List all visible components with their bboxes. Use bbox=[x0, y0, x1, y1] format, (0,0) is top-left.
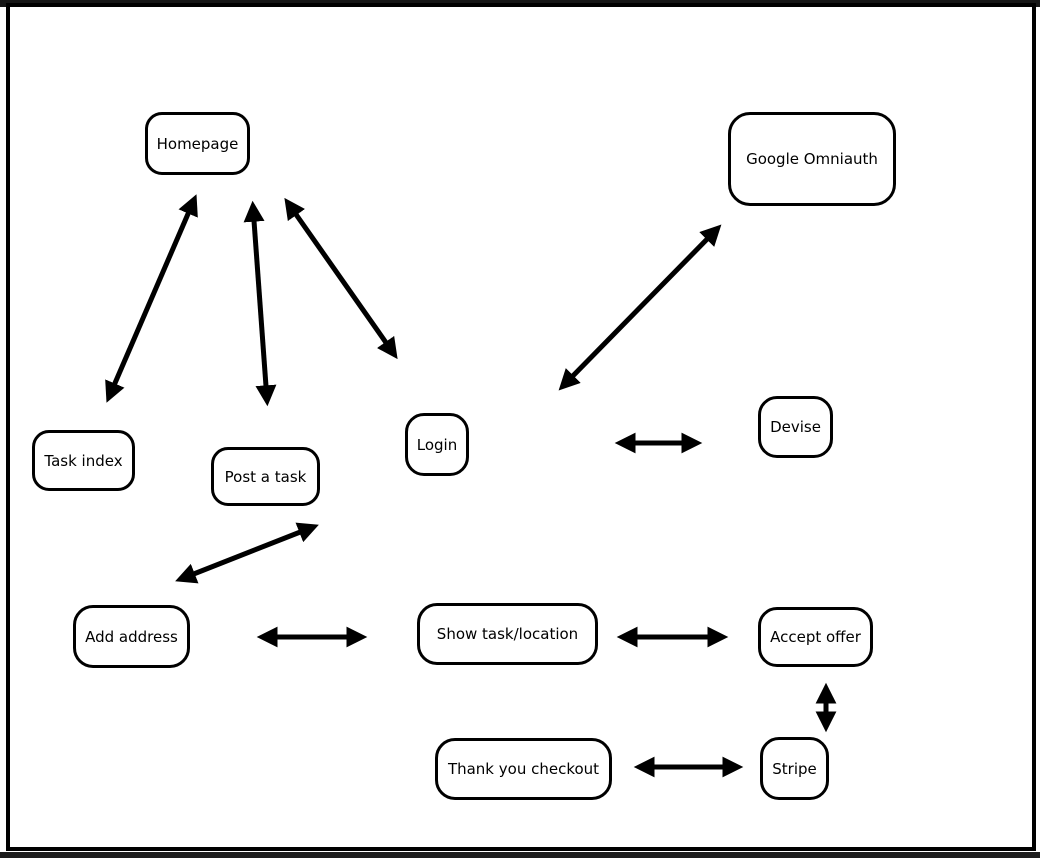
node-label: Accept offer bbox=[770, 628, 861, 646]
node-accept-offer[interactable]: Accept offer bbox=[758, 607, 873, 667]
edge-add-address-post-a-task bbox=[175, 522, 319, 584]
edge-homepage-login bbox=[284, 197, 398, 360]
node-google-omniauth[interactable]: Google Omniauth bbox=[728, 112, 896, 206]
bottom-edge-bar bbox=[0, 852, 1040, 858]
node-label: Thank you checkout bbox=[447, 760, 600, 778]
node-label: Task index bbox=[44, 451, 123, 470]
node-label: Google Omniauth bbox=[746, 150, 878, 168]
node-task-index[interactable]: Task index bbox=[32, 430, 135, 491]
node-homepage[interactable]: Homepage bbox=[145, 112, 250, 175]
edge-homepage-task-index bbox=[105, 194, 198, 403]
node-label: Homepage bbox=[156, 134, 239, 153]
node-label: Login bbox=[416, 435, 458, 454]
node-devise[interactable]: Devise bbox=[758, 396, 833, 458]
node-label: Show task/location bbox=[436, 625, 579, 643]
node-label: Stripe bbox=[772, 759, 817, 778]
node-add-address[interactable]: Add address bbox=[73, 605, 190, 668]
edge-homepage-post-a-task bbox=[243, 200, 277, 407]
node-stripe[interactable]: Stripe bbox=[760, 737, 829, 800]
node-show-task-location[interactable]: Show task/location bbox=[417, 603, 598, 665]
edge-login-google-omniauth bbox=[558, 224, 722, 391]
node-label: Post a task bbox=[224, 467, 307, 486]
node-label: Add address bbox=[85, 627, 178, 646]
node-login[interactable]: Login bbox=[405, 413, 469, 476]
node-post-a-task[interactable]: Post a task bbox=[211, 447, 320, 506]
node-label: Devise bbox=[770, 418, 821, 436]
node-thank-you-checkout[interactable]: Thank you checkout bbox=[435, 738, 612, 800]
